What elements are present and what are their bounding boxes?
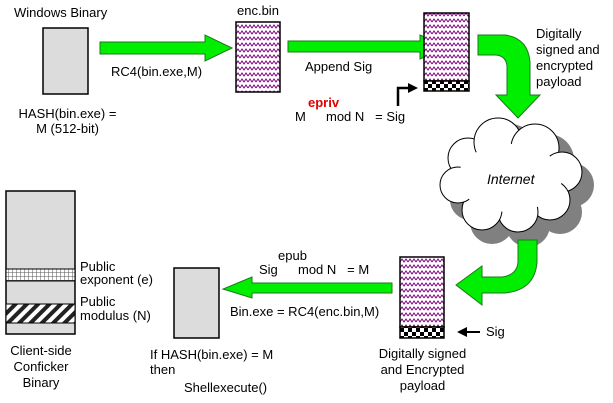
verify-formula-base: Sig bbox=[259, 262, 278, 277]
signed-payload-box-bottom bbox=[399, 256, 445, 328]
rc4-arrow bbox=[99, 34, 234, 62]
verify-arrow bbox=[221, 276, 393, 299]
decrypted-binary-box bbox=[173, 267, 220, 339]
sig-pointer-elbow bbox=[396, 86, 410, 106]
cloud-fill bbox=[458, 144, 562, 212]
public-modulus-label-line2: modulus (N) bbox=[80, 308, 151, 323]
enc-bin-label: enc.bin bbox=[237, 3, 279, 18]
client-label-line2: Conficker bbox=[13, 359, 69, 374]
windows-binary-box bbox=[42, 27, 89, 95]
signed-payload-label-line1: Digitally signed bbox=[378, 346, 467, 361]
sig-formula-rest: mod N = Sig bbox=[326, 109, 406, 124]
check-label-line3: Shellexecute() bbox=[184, 380, 268, 395]
public-modulus-segment bbox=[5, 303, 76, 324]
client-label-line1: Client-side bbox=[10, 343, 72, 358]
payload-label-line1: Digitally bbox=[536, 26, 582, 41]
public-exponent-label-line2: exponent (e) bbox=[80, 272, 153, 287]
curved-arrow-to-cloud bbox=[477, 34, 542, 119]
verify-formula-exponent: epub bbox=[278, 248, 307, 263]
signature-block-bottom bbox=[399, 326, 445, 339]
internet-label: Internet bbox=[487, 171, 535, 187]
rc4-label: RC4(bin.exe,M) bbox=[111, 64, 203, 79]
sig-formula-base: M bbox=[295, 109, 306, 124]
payload-label-line3: encrypted bbox=[536, 58, 594, 73]
signed-payload-label-line3: payload bbox=[399, 378, 446, 393]
check-label-line2: then bbox=[150, 362, 176, 377]
payload-label-line4: payload bbox=[536, 74, 582, 89]
client-label-line3: Binary bbox=[22, 375, 60, 390]
sig-formula-exponent: epriv bbox=[308, 95, 340, 110]
public-modulus-label-line1: Public bbox=[80, 294, 116, 309]
check-label-line1: If HASH(bin.exe) = M bbox=[150, 347, 274, 362]
append-sig-label: Append Sig bbox=[305, 59, 373, 74]
sig-pointer-head-bottom bbox=[457, 327, 467, 337]
signed-payload-box-top bbox=[423, 12, 470, 82]
hash-label-line2: M (512-bit) bbox=[36, 121, 99, 136]
verify-formula-rest: mod N = M bbox=[298, 262, 370, 277]
hash-label-line1: HASH(bin.exe) = bbox=[18, 106, 117, 121]
curved-arrow-from-cloud bbox=[455, 239, 538, 307]
signature-block-top bbox=[423, 80, 470, 92]
public-exponent-segment bbox=[5, 268, 76, 282]
sig-pointer-head-top bbox=[408, 83, 418, 93]
windows-binary-label: Windows Binary bbox=[14, 5, 108, 20]
decrypt-label: Bin.exe = RC4(enc.bin,M) bbox=[230, 304, 380, 319]
payload-label-line2: signed and bbox=[536, 42, 600, 57]
sig-pointer-label: Sig bbox=[486, 324, 505, 339]
signed-payload-label-line2: and Encrypted bbox=[380, 362, 465, 377]
public-exponent-label-line1: Public bbox=[80, 259, 116, 274]
enc-bin-box bbox=[235, 21, 281, 93]
